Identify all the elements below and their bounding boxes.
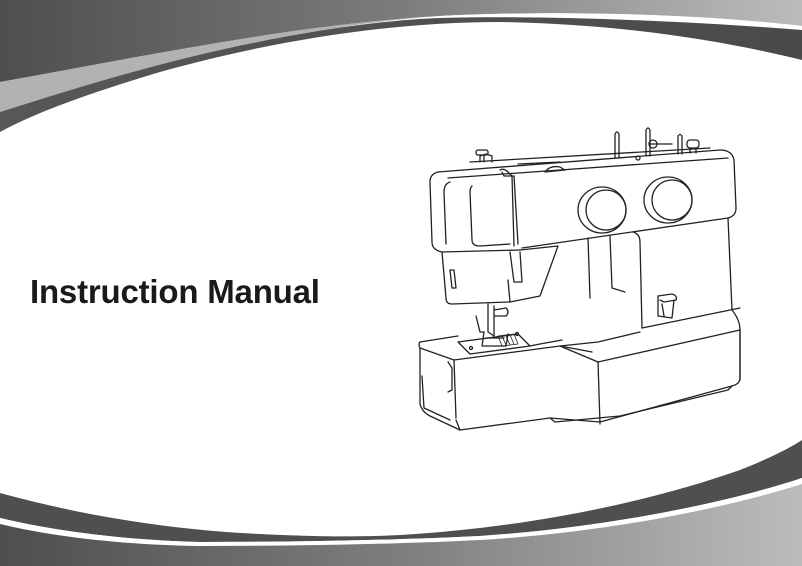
bottom-gradient-band xyxy=(0,484,802,566)
reverse-lever-icon xyxy=(657,293,678,319)
presser-foot-icon xyxy=(475,303,509,347)
thread-guide-icon xyxy=(475,149,493,163)
top-gradient-band xyxy=(0,0,802,82)
bottom-dark-swoosh xyxy=(0,440,802,542)
machine-base xyxy=(419,335,459,343)
top-dark-swoosh xyxy=(0,17,802,133)
sewing-machine-illustration xyxy=(410,120,750,440)
manual-title: Instruction Manual xyxy=(30,273,320,310)
machine-head xyxy=(429,171,521,253)
